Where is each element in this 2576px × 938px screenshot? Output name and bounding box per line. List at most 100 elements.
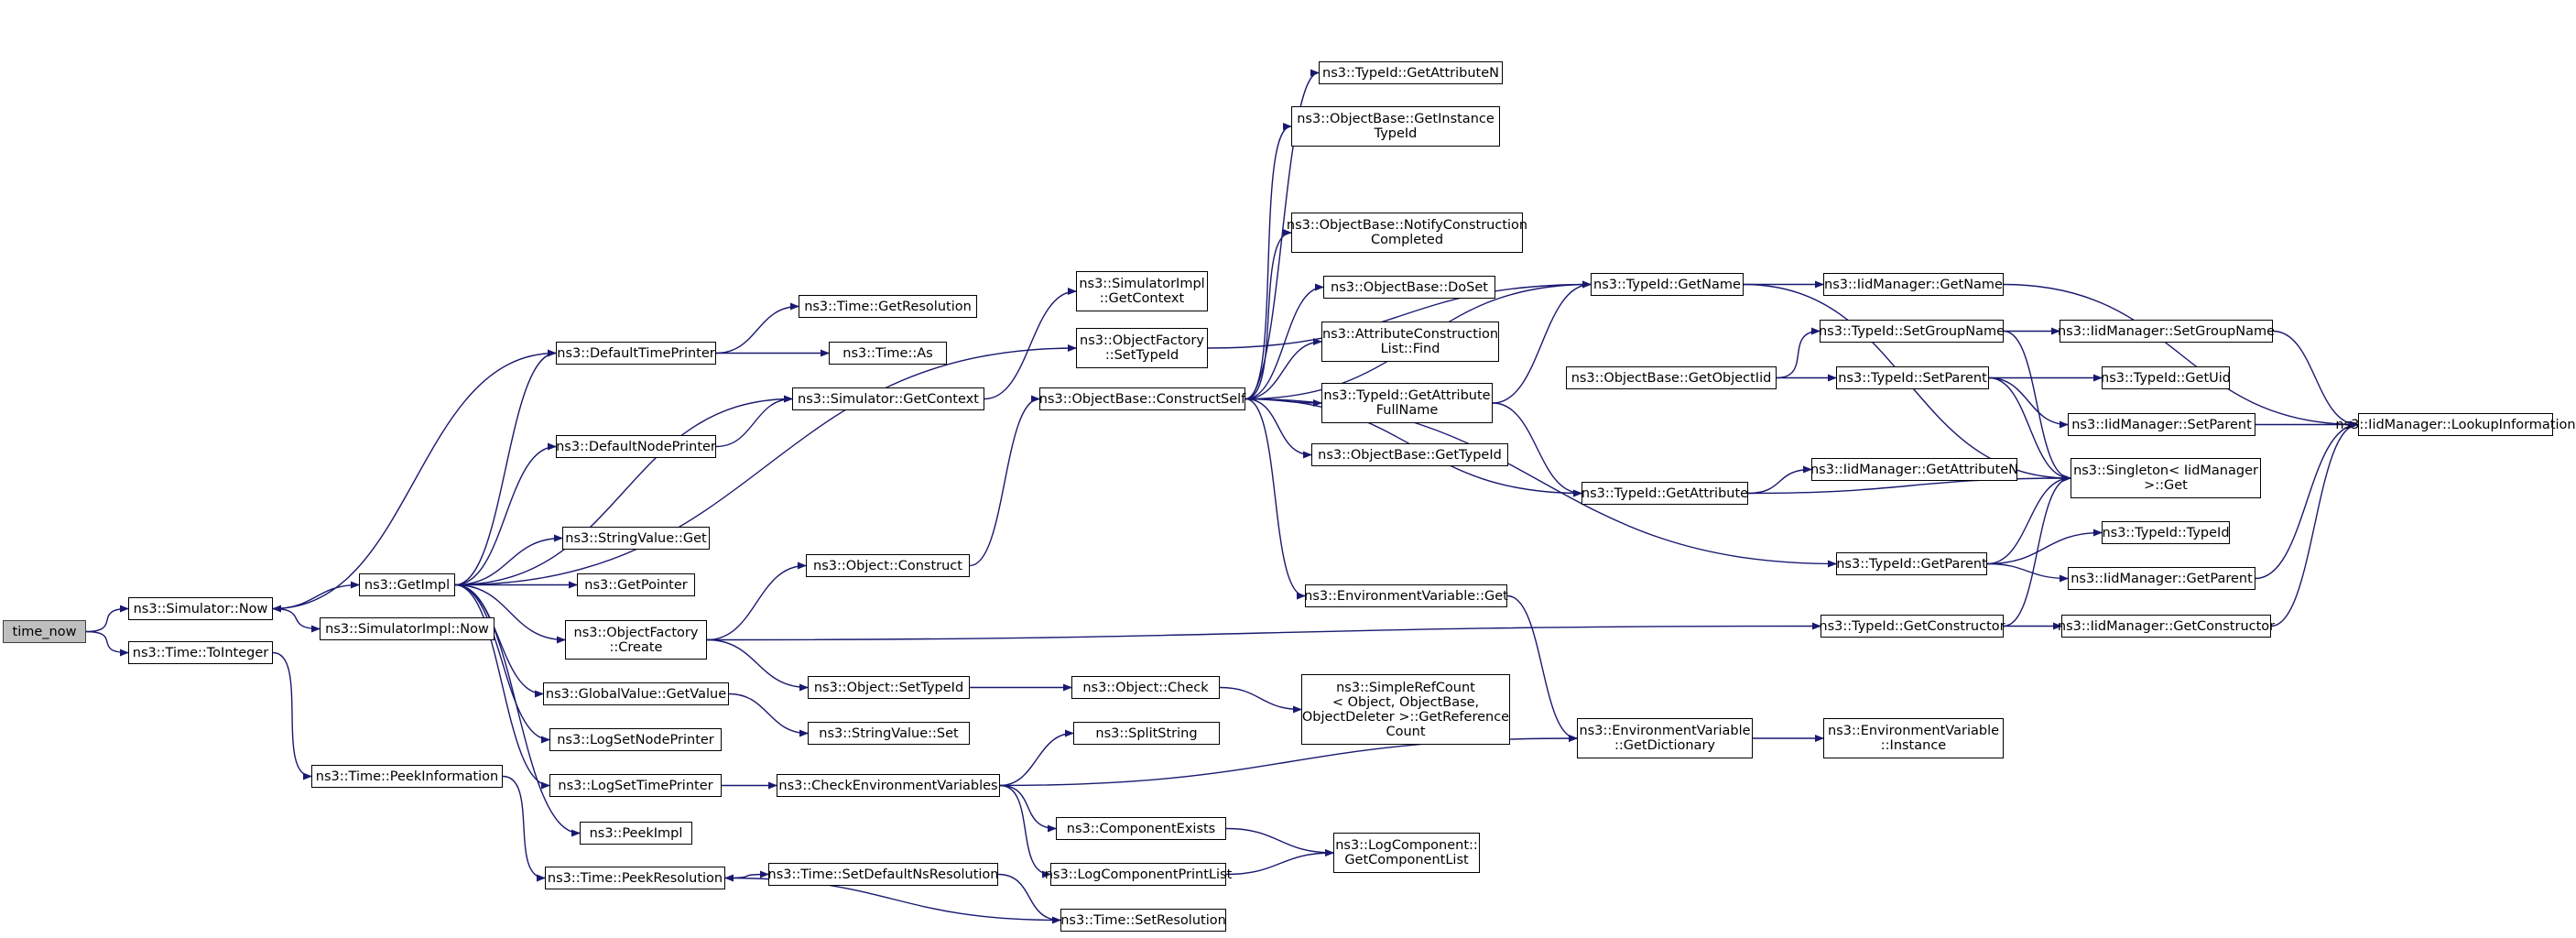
node-objectbase-constructself[interactable]: ns3::ObjectBase::ConstructSelf xyxy=(1039,387,1245,410)
node-splitstring[interactable]: ns3::SplitString xyxy=(1073,722,1220,745)
node-checkenvironmentvariables[interactable]: ns3::CheckEnvironmentVariables xyxy=(777,774,1000,797)
call-edge xyxy=(454,395,793,586)
call-edge xyxy=(728,693,809,737)
node-iidmanager-setgroupname[interactable]: ns3::IidManager::SetGroupName xyxy=(2057,320,2276,343)
node-time-peekinformation[interactable]: ns3::Time::PeekInformation xyxy=(311,765,503,788)
node-label-line: TypeId xyxy=(1374,126,1418,141)
call-edge xyxy=(999,784,1057,833)
node-typeid-getattributen[interactable]: ns3::TypeId::GetAttributeN xyxy=(1319,61,1503,84)
node-iidmanager-lookupinformation[interactable]: ns3::IidManager::LookupInformation xyxy=(2335,413,2576,436)
node-singleton-iidmanager-get[interactable]: ns3::Singleton< IidManager>::Get xyxy=(2071,458,2261,498)
node-globalvalue-getvalue[interactable]: ns3::GlobalValue::GetValue xyxy=(543,682,729,705)
node-simulator-getcontext[interactable]: ns3::Simulator::GetContext xyxy=(792,387,984,410)
node-time-as[interactable]: ns3::Time::As xyxy=(829,342,947,365)
node-logcomponent-getcomponentlist[interactable]: ns3::LogComponent::GetComponentList xyxy=(1333,833,1480,873)
node-label-line: ns3::Object::SetTypeId xyxy=(813,680,964,695)
node-typeid-setparent[interactable]: ns3::TypeId::SetParent xyxy=(1836,366,1989,389)
call-edge xyxy=(272,607,321,633)
call-edge xyxy=(1986,529,2103,565)
node-environmentvariable-getdictionary[interactable]: ns3::EnvironmentVariable::GetDictionary xyxy=(1577,718,1753,758)
call-edge xyxy=(1988,376,2071,482)
node-defaultnodeprinter[interactable]: ns3::DefaultNodePrinter xyxy=(556,435,716,458)
node-label-line: FullName xyxy=(1375,403,1439,418)
node-objectfactory-create[interactable]: ns3::ObjectFactory::Create xyxy=(565,620,707,660)
call-edge xyxy=(984,288,1077,400)
node-time-setdefaultnsresolution[interactable]: ns3::Time::SetDefaultNsResolution xyxy=(768,863,998,886)
node-label-line: ns3::Time::As xyxy=(842,345,933,361)
call-edge xyxy=(1245,229,1292,400)
node-typeid-setgroupname[interactable]: ns3::TypeId::SetGroupName xyxy=(1819,320,2005,343)
node-time-peekresolution[interactable]: ns3::Time::PeekResolution xyxy=(545,867,725,889)
node-time-setresolution[interactable]: ns3::Time::SetResolution xyxy=(1060,909,1226,932)
node-label-line: ns3::TypeId::GetAttribute xyxy=(1323,388,1491,403)
node-label-line: ::Create xyxy=(609,639,663,655)
node-label-line: Count xyxy=(1386,724,1426,739)
node-time-getresolution[interactable]: ns3::Time::GetResolution xyxy=(799,295,977,318)
node-objectbase-gettypeid[interactable]: ns3::ObjectBase::GetTypeId xyxy=(1311,443,1508,466)
node-logsetnodeprinter[interactable]: ns3::LogSetNodePrinter xyxy=(549,728,722,751)
node-object-check[interactable]: ns3::Object::Check xyxy=(1071,676,1220,699)
node-getpointer[interactable]: ns3::GetPointer xyxy=(577,573,695,596)
node-label-line: ns3::AttributeConstruction xyxy=(1321,327,1499,342)
call-edge xyxy=(85,630,129,657)
node-object-settypeid[interactable]: ns3::Object::SetTypeId xyxy=(808,676,970,699)
node-label-line: ObjectDeleter >::GetReference xyxy=(1301,709,1510,725)
call-edge xyxy=(2270,420,2359,627)
node-label-line: ns3::ObjectFactory xyxy=(573,625,699,640)
node-logsettimeprinter[interactable]: ns3::LogSetTimePrinter xyxy=(549,774,722,797)
node-peekimpl[interactable]: ns3::PeekImpl xyxy=(580,822,692,845)
node-label-line: ns3::LogSetTimePrinter xyxy=(558,778,713,793)
node-environmentvariable-get[interactable]: ns3::EnvironmentVariable::Get xyxy=(1304,584,1508,607)
node-iidmanager-getconstructor[interactable]: ns3::IidManager::GetConstructor xyxy=(2058,615,2275,638)
call-edge xyxy=(1492,280,1592,404)
call-edge xyxy=(1776,327,1821,379)
node-label-line: ns3::StringValue::Set xyxy=(819,725,959,741)
node-label-line: ns3::DefaultTimePrinter xyxy=(557,345,715,361)
node-typeid-getname[interactable]: ns3::TypeId::GetName xyxy=(1591,273,1744,296)
node-objectbase-getobjectiid[interactable]: ns3::ObjectBase::GetObjectIid xyxy=(1566,366,1777,389)
node-typeid-getparent[interactable]: ns3::TypeId::GetParent xyxy=(1836,552,1987,575)
node-iidmanager-getname[interactable]: ns3::IidManager::GetName xyxy=(1823,273,2004,296)
call-edge xyxy=(1219,686,1302,714)
node-label-line: List::Find xyxy=(1380,342,1440,356)
node-label-line: ns3::IidManager::SetGroupName xyxy=(2057,323,2276,339)
node-typeid-typeid[interactable]: ns3::TypeId::TypeId xyxy=(2102,521,2230,544)
node-label-line: ns3::ObjectBase::GetObjectIid xyxy=(1571,370,1772,386)
node-stringvalue-get[interactable]: ns3::StringValue::Get xyxy=(562,527,710,550)
node-label-line: ns3::SimulatorImpl::Now xyxy=(325,621,489,637)
node-componentexists[interactable]: ns3::ComponentExists xyxy=(1056,817,1226,840)
call-edge xyxy=(1988,376,2069,429)
node-objectfactory-settypeid[interactable]: ns3::ObjectFactory::SetTypeId xyxy=(1076,328,1208,368)
node-typeid-getuid[interactable]: ns3::TypeId::GetUid xyxy=(2101,366,2231,389)
node-simplerefcount-getreferencecount[interactable]: ns3::SimpleRefCount< Object, ObjectBase,… xyxy=(1301,674,1510,745)
node-label-line: time_now xyxy=(12,624,77,639)
node-time-tointeger[interactable]: ns3::Time::ToInteger xyxy=(128,641,273,664)
node-objectbase-doset[interactable]: ns3::ObjectBase::DoSet xyxy=(1323,276,1495,299)
node-typeid-getattribute[interactable]: ns3::TypeId::GetAttribute xyxy=(1581,482,1748,505)
node-simulatorimpl-getcontext[interactable]: ns3::SimulatorImpl::GetContext xyxy=(1076,271,1208,311)
node-logcomponentprintlist[interactable]: ns3::LogComponentPrintList xyxy=(1045,863,1232,886)
node-iidmanager-getparent[interactable]: ns3::IidManager::GetParent xyxy=(2068,567,2255,590)
node-label-line: < Object, ObjectBase, xyxy=(1331,694,1480,710)
node-stringvalue-set[interactable]: ns3::StringValue::Set xyxy=(808,722,970,745)
call-edge xyxy=(454,534,563,586)
node-iidmanager-setparent[interactable]: ns3::IidManager::SetParent xyxy=(2068,413,2255,436)
node-typeid-getconstructor[interactable]: ns3::TypeId::GetConstructor xyxy=(1819,615,2005,638)
call-edge xyxy=(2003,330,2071,482)
call-edge xyxy=(272,352,557,613)
call-edge xyxy=(454,584,550,790)
node-simulatorimpl-now[interactable]: ns3::SimulatorImpl::Now xyxy=(320,617,495,640)
node-label-line: ns3::TypeId::GetAttributeN xyxy=(1322,65,1500,81)
node-label-line: ns3::EnvironmentVariable xyxy=(1579,724,1751,738)
node-defaulttimeprinter[interactable]: ns3::DefaultTimePrinter xyxy=(556,342,716,365)
node-getimpl[interactable]: ns3::GetImpl xyxy=(359,573,455,596)
node-simulator-now[interactable]: ns3::Simulator::Now xyxy=(128,597,273,620)
call-edge xyxy=(1225,849,1334,876)
node-environmentvariable-instance[interactable]: ns3::EnvironmentVariable::Instance xyxy=(1823,718,2004,758)
node-iidmanager-getattributen[interactable]: ns3::IidManager::GetAttributeN xyxy=(1810,458,2018,481)
node-object-construct[interactable]: ns3::Object::Construct xyxy=(806,554,970,577)
